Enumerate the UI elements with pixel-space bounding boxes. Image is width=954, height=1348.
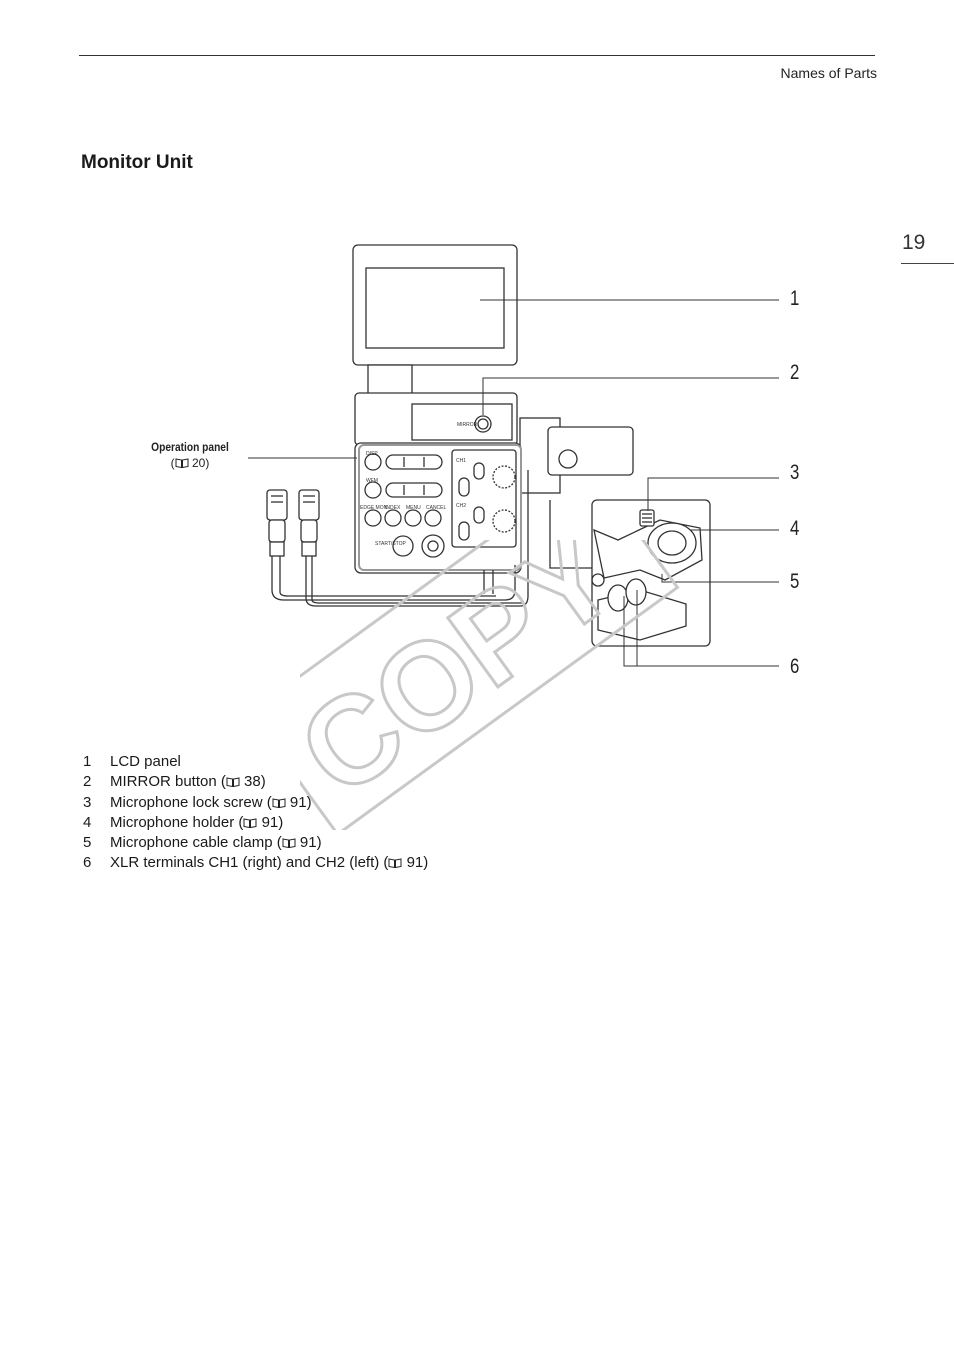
lcd-screen: [365, 267, 505, 349]
running-header: Names of Parts: [780, 65, 877, 81]
page-number: 19: [902, 231, 926, 254]
panel-text-edge-mon: EDGE MON.: [360, 505, 389, 511]
callout-1: 1: [790, 287, 800, 310]
callout-4: 4: [790, 517, 800, 540]
page-number-underline: [901, 263, 954, 264]
book-icon: [272, 797, 286, 808]
book-icon: [282, 838, 296, 849]
panel-text-start-stop: START/STOP: [375, 541, 407, 547]
callout-5: 5: [790, 570, 800, 593]
panel-text-index: INDEX: [385, 505, 401, 511]
panel-text-wfm: WFM: [366, 478, 378, 484]
operation-panel-ref: ( 20): [170, 456, 210, 470]
operation-panel-label: Operation panel: [151, 440, 229, 454]
panel-text-disp: DISP.: [366, 451, 378, 457]
callout-3: 3: [790, 461, 800, 484]
panel-text-cancel: CANCEL: [426, 505, 447, 511]
panel-text-menu: MENU: [406, 505, 421, 511]
book-icon: [243, 818, 257, 828]
operation-panel-page: 20: [191, 456, 206, 470]
header-rule: [79, 55, 875, 56]
panel-text-ch1: CH1: [456, 458, 466, 464]
monitor-unit-illustration: DISP. WFM EDGE MON. INDEX MENU CANCEL ST…: [248, 244, 779, 667]
section-title: Monitor Unit: [81, 152, 193, 173]
callout-6: 6: [790, 655, 800, 678]
mirror-button-shape: [474, 415, 492, 433]
book-icon: [226, 777, 240, 788]
book-icon: [388, 858, 402, 869]
panel-text-ch2: CH2: [456, 503, 466, 509]
panel-text-mirror: MIRROR: [457, 422, 478, 428]
book-icon: [175, 458, 189, 468]
callout-2: 2: [790, 361, 800, 384]
copy-watermark: COPY: [300, 540, 680, 830]
